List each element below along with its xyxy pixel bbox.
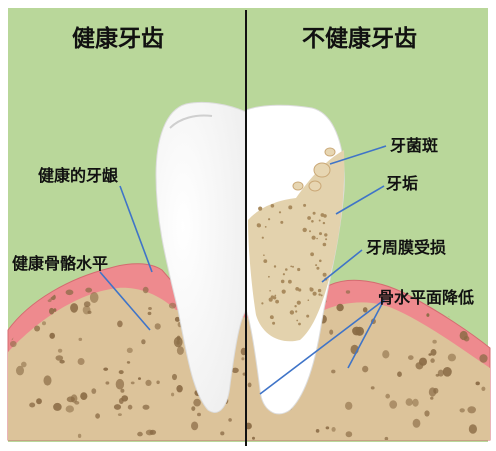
healthy-bone-level-label: 健康骨骼水平 bbox=[12, 256, 108, 272]
healthy-teeth-title: 健康牙齿 bbox=[72, 28, 164, 51]
unhealthy-teeth-title: 不健康牙齿 bbox=[302, 28, 417, 51]
tartar-label: 牙垢 bbox=[386, 176, 418, 192]
bone-level-lowered-label: 骨水平面降低 bbox=[378, 290, 474, 306]
healthy-gum-label: 健康的牙龈 bbox=[38, 168, 118, 184]
ligament-damage-label: 牙周膜受损 bbox=[366, 240, 446, 256]
plaque-label: 牙菌斑 bbox=[390, 138, 438, 154]
